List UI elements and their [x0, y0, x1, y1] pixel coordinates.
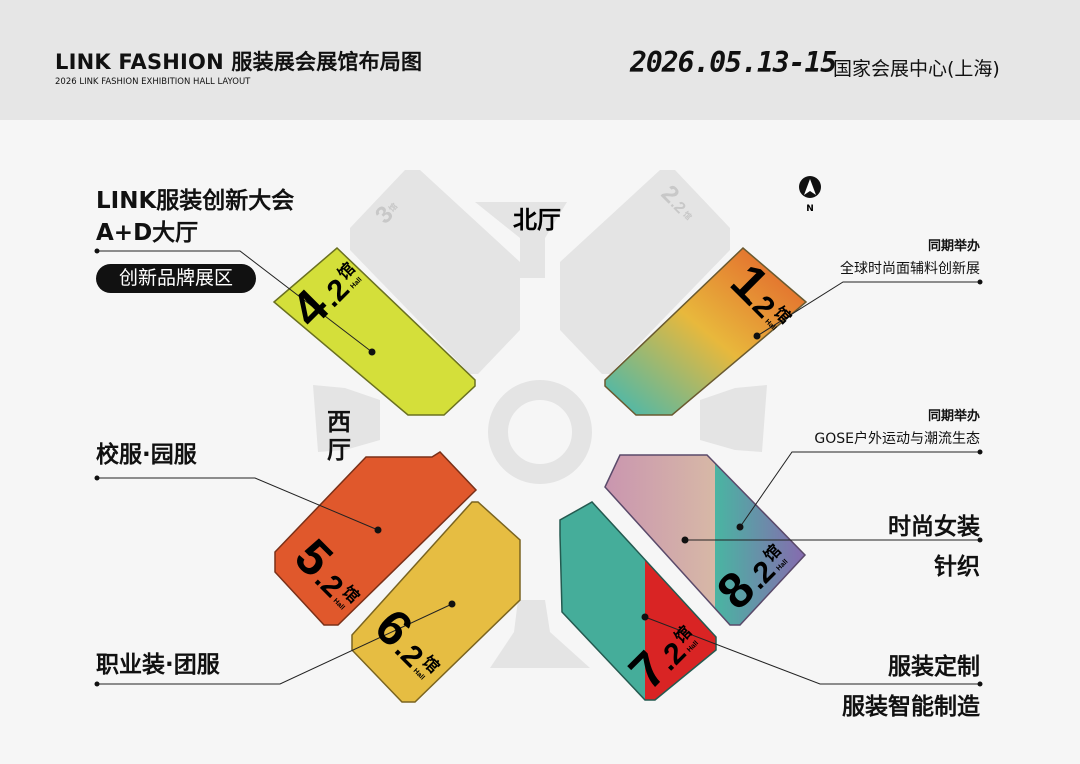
concurrent-tag-1: 同期举办 — [927, 239, 980, 254]
north-hall[interactable] — [475, 202, 567, 278]
work-uniform-label: 职业装·团服 — [96, 652, 220, 678]
hall-1-2[interactable] — [604, 246, 808, 416]
south-hall[interactable] — [490, 600, 590, 668]
innovation-label-1: LINK服装创新大会 — [96, 188, 295, 214]
womenswear-label: 时尚女装 — [888, 514, 980, 540]
innovation-brand-badge: 创新品牌展区 — [96, 264, 256, 293]
concurrent-tag-2: 同期举办 — [927, 409, 980, 424]
callout-lines — [97, 250, 980, 685]
header: LINK FASHION 服装展会展馆布局图 2026 LINK FASHION… — [0, 0, 1080, 120]
svg-text:N: N — [806, 204, 814, 214]
concurrent-event-1: 全球时尚面辅料创新展 — [840, 261, 980, 277]
north-compass-icon: N — [799, 176, 821, 214]
concurrent-event-2: GOSE户外运动与潮流生态 — [814, 431, 980, 447]
callout-dots — [94, 248, 983, 687]
west-hall[interactable] — [313, 385, 380, 452]
innovation-label-2: A+D大厅 — [96, 220, 199, 246]
school-uniform-label: 校服·园服 — [96, 442, 197, 468]
west-hall-label: 西厅 — [327, 408, 351, 464]
hall-4-2[interactable] — [272, 246, 476, 416]
east-hall[interactable] — [700, 385, 767, 452]
north-hall-label: 北厅 — [513, 206, 561, 234]
hall-2-2[interactable] — [560, 170, 730, 374]
hall-6-2[interactable] — [351, 501, 521, 703]
smart-manufacturing-label: 服装智能制造 — [842, 694, 980, 720]
page-title: LINK FASHION 服装展会展馆布局图 — [55, 50, 423, 74]
event-date: 2026.05.13-15 — [630, 46, 837, 79]
hall-5-2[interactable] — [274, 451, 478, 626]
page-subtitle: 2026 LINK FASHION EXHIBITION HALL LAYOUT — [55, 77, 251, 87]
central-plaza — [488, 380, 592, 484]
hall-3[interactable] — [350, 170, 520, 374]
custom-tailoring-label: 服装定制 — [888, 654, 980, 680]
knitwear-label: 针织 — [934, 554, 980, 580]
event-venue: 国家会展中心(上海) — [833, 58, 1000, 80]
